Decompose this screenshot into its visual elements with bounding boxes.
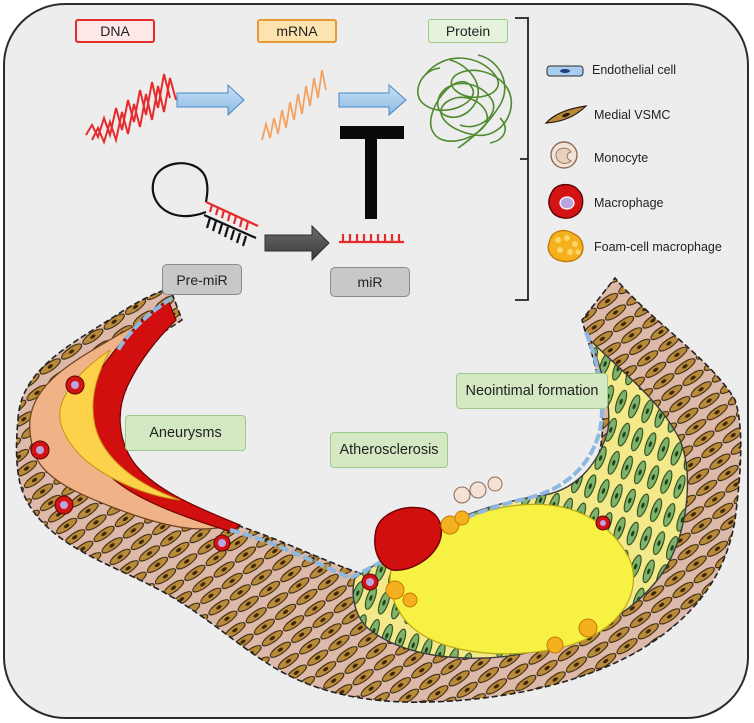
aneurysm-lipid-layer [59,349,181,501]
plaque-core [389,503,635,655]
mature-mir-icon [339,234,404,244]
monocyte-icon [550,141,578,169]
region-aneurysms: Aneurysms [125,415,246,451]
foam-cell-macrophage-icon [547,229,584,263]
inhibition-bar [340,126,404,219]
protein-label: Protein [428,19,508,43]
plaque-thrombus [374,506,443,571]
translation-arrow [338,83,407,117]
mrna-strand-icon [261,69,327,141]
pre-mir-label: Pre-miR [162,264,242,295]
processing-arrow [264,224,330,262]
legend-endothelial-cell: Endothelial cell [592,63,677,77]
dna-helix-icon [85,73,177,145]
macrophage-icon [548,183,584,219]
transcription-arrow [176,83,245,117]
pre-mir-hairpin-icon [151,162,259,247]
protein-icon [416,54,512,149]
legend-macrophage: Macrophage [594,196,664,210]
endothelial-cell-icon [546,65,584,77]
dna-label: DNA [75,19,155,43]
legend-foam-cell-macrophage: Foam-cell macrophage [594,240,722,254]
mrna-label: mRNA [257,19,337,43]
region-atherosclerosis: Atherosclerosis [330,432,448,468]
region-neointimal-formation: Neointimal formation [456,373,608,409]
legend-bracket [515,17,529,301]
legend-monocyte: Monocyte [594,151,649,165]
endothelium [116,296,604,581]
blood-vessel [15,276,742,703]
medial-vsmc-icon [544,105,588,124]
mir-label: miR [330,267,410,297]
legend-medial-vsmc: Medial VSMC [594,108,671,122]
